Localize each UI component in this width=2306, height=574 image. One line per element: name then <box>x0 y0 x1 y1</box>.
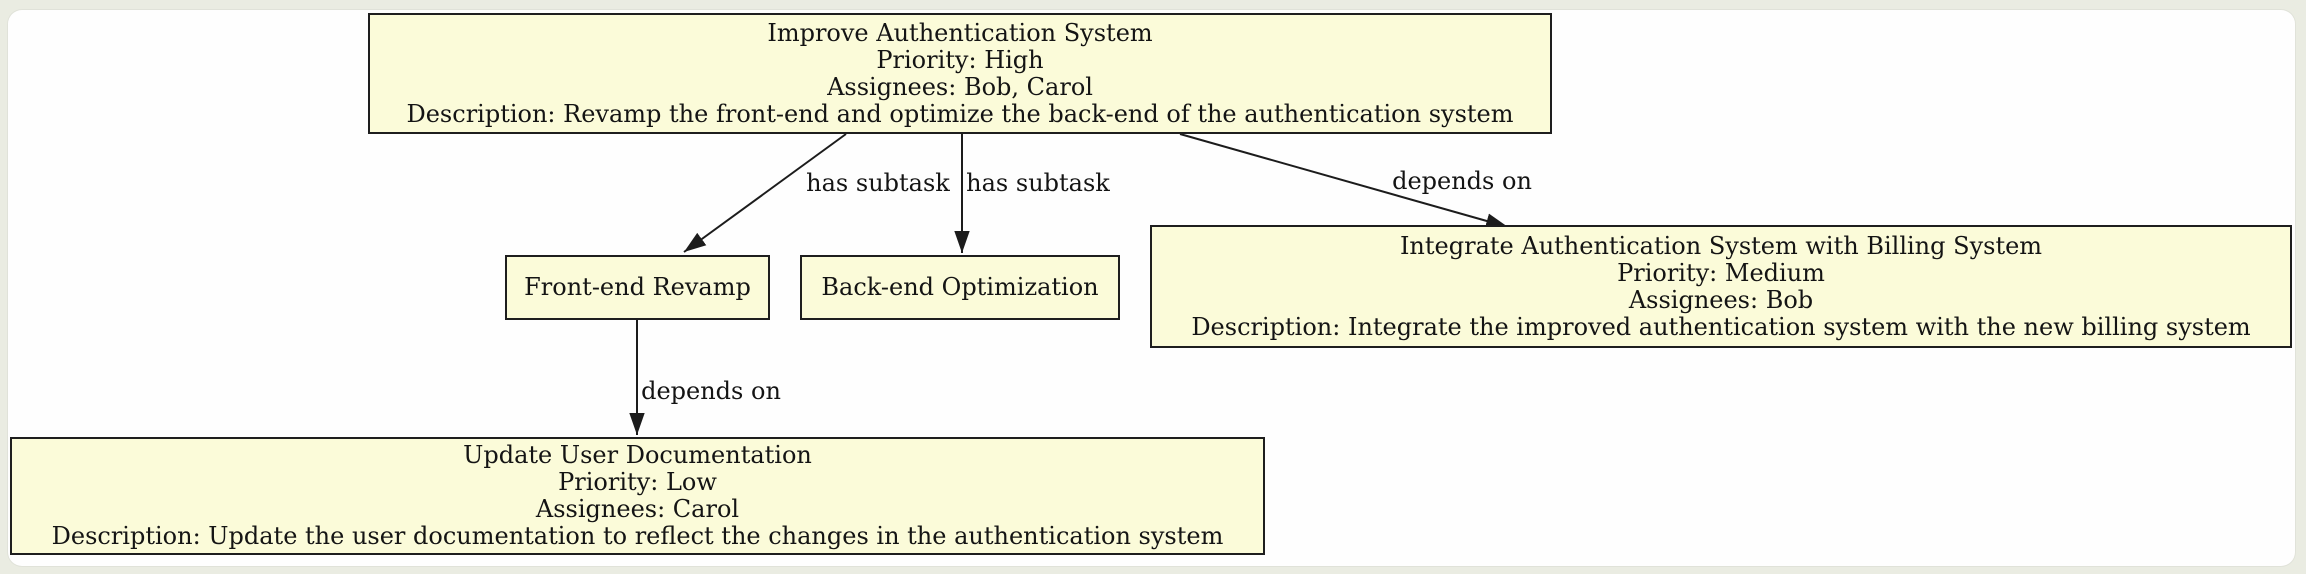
node-title: Update User Documentation <box>463 441 812 469</box>
node-title: Back-end Optimization <box>821 273 1099 301</box>
node-integrate-authentication-billing: Integrate Authentication System with Bil… <box>1150 225 2292 348</box>
node-description: Description: Update the user documentati… <box>51 522 1224 550</box>
node-update-user-documentation: Update User Documentation Priority: Low … <box>10 437 1265 555</box>
edge-label-has-subtask-2: has subtask <box>966 169 1110 197</box>
node-priority: Priority: High <box>876 45 1044 74</box>
edge-label-depends-on-1: depends on <box>1392 167 1532 195</box>
node-title: Front-end Revamp <box>524 273 751 301</box>
node-priority: Priority: Medium <box>1617 258 1825 287</box>
node-assignees: Assignees: Bob, Carol <box>827 72 1093 101</box>
node-priority: Priority: Low <box>558 468 717 496</box>
node-front-end-revamp: Front-end Revamp <box>505 255 770 320</box>
edge-label-depends-on-2: depends on <box>641 377 781 405</box>
node-title: Integrate Authentication System with Bil… <box>1399 231 2043 260</box>
node-assignees: Assignees: Carol <box>535 495 740 523</box>
edge-has-subtask-frontend <box>683 133 847 253</box>
node-improve-authentication-system: Improve Authentication System Priority: … <box>368 13 1552 134</box>
edge-depends-on-integrate <box>1179 133 1509 229</box>
node-title: Improve Authentication System <box>767 18 1153 47</box>
node-assignees: Assignees: Bob <box>1628 285 1814 314</box>
node-description: Description: Integrate the improved auth… <box>1191 312 2251 341</box>
node-back-end-optimization: Back-end Optimization <box>800 255 1120 320</box>
node-description: Description: Revamp the front-end and op… <box>406 99 1514 128</box>
edge-label-has-subtask-1: has subtask <box>806 169 950 197</box>
